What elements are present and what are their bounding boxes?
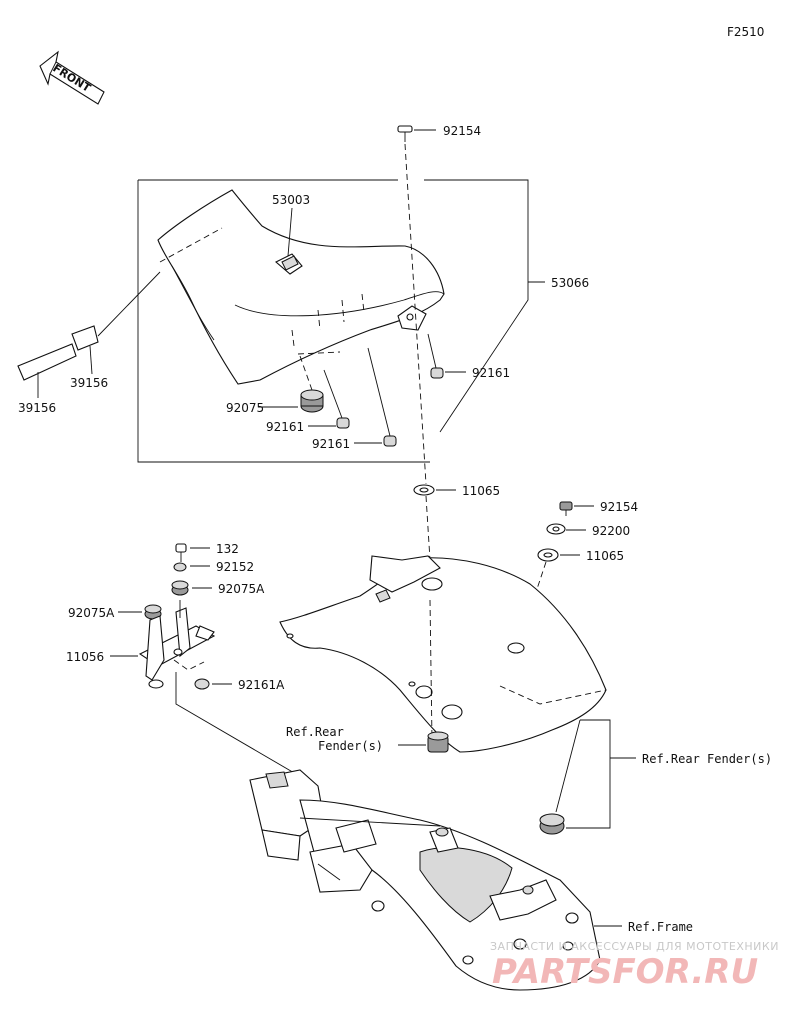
rear-fender [279, 555, 607, 753]
ref-frame: Ref.Frame [628, 920, 693, 934]
part-132: 132 [216, 542, 239, 556]
ref-rear-fender-left-2: Fender(s) [318, 739, 383, 753]
part-92200: 92200 [592, 524, 630, 538]
watermark-brand: PARTSFOR.RU [492, 952, 758, 992]
part-92161-b: 92161 [266, 420, 304, 434]
part-11056: 11056 [66, 650, 104, 664]
grommet-92161-low [367, 347, 397, 447]
damper-92075A-a [171, 580, 189, 596]
fender-collar [427, 731, 449, 753]
diagram-code: F2510 [727, 25, 764, 39]
rear-frame [249, 769, 601, 991]
grommet-92161-mid [323, 369, 350, 429]
part-53066: 53066 [551, 276, 589, 290]
grommet-92161-right [427, 333, 444, 379]
part-53003: 53003 [272, 193, 310, 207]
seat-strap [17, 271, 161, 381]
fender-collar-right [539, 813, 565, 835]
washer-92200 [546, 523, 566, 535]
washer-11065-a [413, 484, 435, 561]
rubber-damper-92075 [299, 355, 324, 413]
part-92075A-b: 92075A [68, 606, 115, 620]
part-92154-b: 92154 [600, 500, 638, 514]
watermark-logo: ЗАПЧАСТИ И АКСЕССУАРЫ ДЛЯ МОТОТЕХНИКИ PA… [490, 940, 779, 992]
ref-rear-fender-right: Ref.Rear Fender(s) [642, 752, 772, 766]
ref-rear-fender-left-1: Ref.Rear [286, 725, 344, 739]
part-11065-b: 11065 [586, 549, 624, 563]
part-92154-top: 92154 [443, 124, 481, 138]
part-92161A: 92161A [238, 678, 285, 692]
seat [157, 189, 445, 385]
bolt-92154-top [397, 125, 427, 485]
part-92161-a: 92161 [472, 366, 510, 380]
part-39156-b: 39156 [70, 376, 108, 390]
washer-11065-b [519, 548, 559, 641]
nut-92152 [173, 562, 187, 572]
label-sticker [275, 253, 303, 275]
seat-group-frame [137, 179, 529, 463]
front-arrow-icon: FRONT [39, 50, 105, 105]
bolt-132 [175, 543, 187, 562]
bracket-11056 [138, 600, 216, 689]
bolt-92154-b [559, 501, 573, 516]
part-92152: 92152 [216, 560, 254, 574]
part-11065-a: 11065 [462, 484, 500, 498]
part-92161-c: 92161 [312, 437, 350, 451]
part-39156-a: 39156 [18, 401, 56, 415]
watermark-tagline: ЗАПЧАСТИ И АКСЕССУАРЫ ДЛЯ МОТОТЕХНИКИ [490, 940, 779, 953]
part-92075A-a: 92075A [218, 582, 265, 596]
part-92075: 92075 [226, 401, 264, 415]
grommet-92161A [194, 678, 210, 690]
